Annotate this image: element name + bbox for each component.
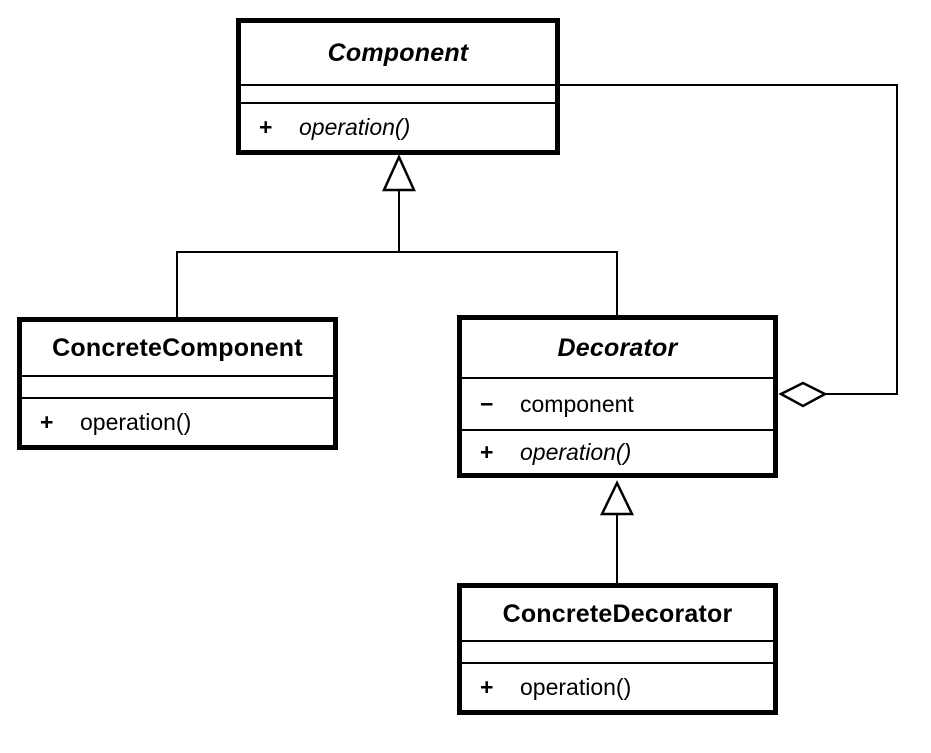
class-box-component: Component + operation() — [236, 18, 560, 155]
generalization-edge-to-decorator — [600, 480, 634, 585]
class-operations-concrete-decorator: + operation() — [462, 662, 773, 710]
class-title-decorator: Decorator — [557, 334, 678, 362]
operation-name: operation() — [520, 673, 632, 700]
visibility-public-sign: + — [480, 438, 494, 465]
class-operations-concrete-component: + operation() — [22, 397, 333, 445]
operation-name: operation() — [299, 113, 411, 140]
inheritance-triangle-icon — [382, 153, 416, 192]
class-operations-component: + operation() — [241, 102, 555, 150]
generalization-edge-to-component — [176, 153, 618, 319]
operation-name: operation() — [520, 438, 632, 465]
class-box-concrete-component: ConcreteComponent + operation() — [17, 317, 338, 450]
visibility-public-sign: + — [480, 673, 494, 700]
class-attributes-decorator: − component — [462, 377, 773, 429]
operation-name: operation() — [80, 408, 192, 435]
operation-row: + operation() — [241, 113, 555, 140]
class-operations-decorator: + operation() — [462, 429, 773, 473]
visibility-public-sign: + — [40, 408, 54, 435]
attribute-name: component — [520, 390, 634, 417]
operation-row: + operation() — [462, 673, 773, 700]
class-title-concrete-decorator: ConcreteDecorator — [502, 599, 733, 628]
aggregation-edge-decorator-component — [556, 84, 898, 408]
aggregation-diamond-icon — [778, 381, 828, 408]
inheritance-triangle-icon — [600, 480, 634, 516]
class-attributes-concrete-component — [22, 375, 333, 397]
visibility-public-sign: + — [259, 113, 273, 140]
class-title-concrete-component: ConcreteComponent — [52, 334, 303, 362]
operation-row: + operation() — [22, 408, 333, 435]
class-box-decorator: Decorator − component + operation() — [457, 315, 778, 478]
class-title-component: Component — [327, 39, 469, 67]
attribute-row: − component — [462, 390, 773, 417]
class-attributes-component — [241, 84, 555, 102]
class-box-concrete-decorator: ConcreteDecorator + operation() — [457, 583, 778, 715]
operation-row: + operation() — [462, 438, 773, 465]
visibility-private-sign: − — [480, 390, 494, 417]
class-attributes-concrete-decorator — [462, 640, 773, 662]
